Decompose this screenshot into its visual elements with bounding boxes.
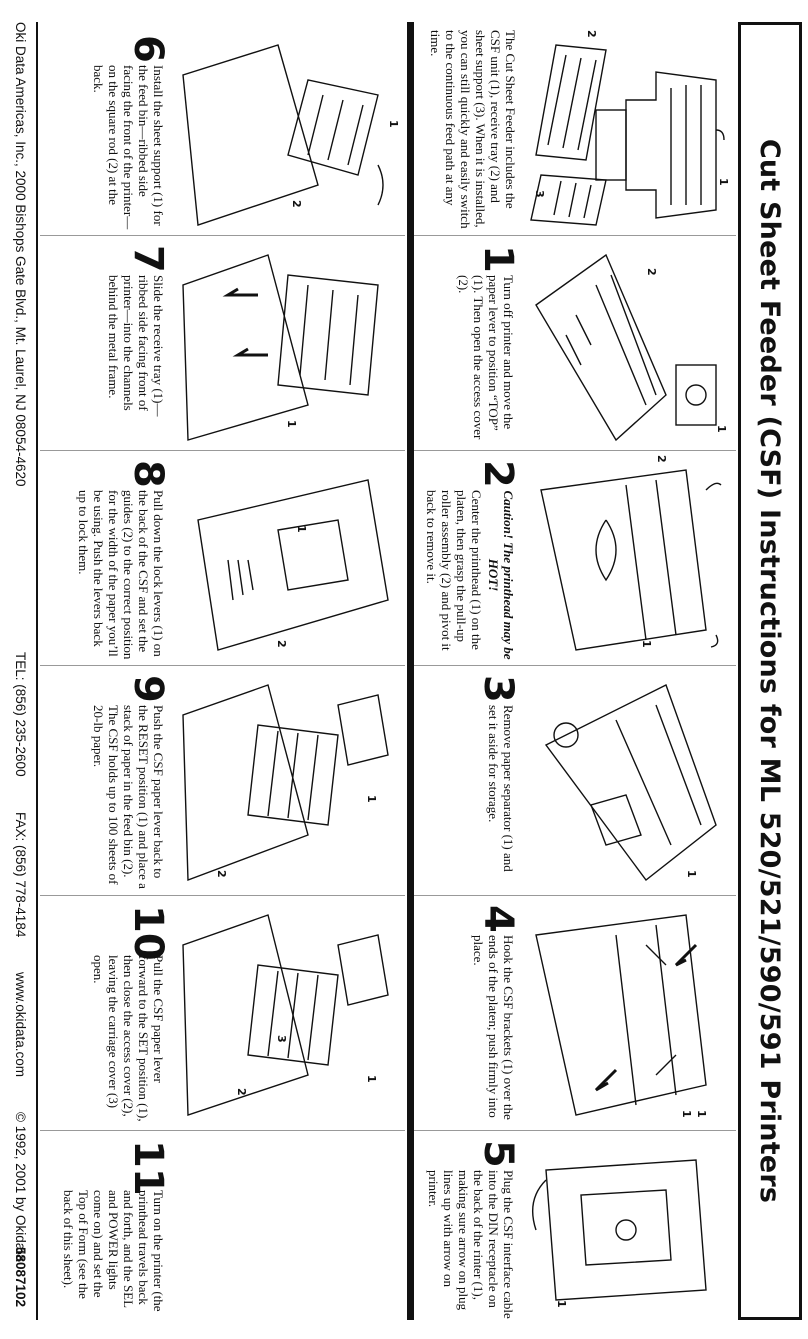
footer-part-number: 58087102 bbox=[13, 1247, 28, 1308]
separator bbox=[40, 895, 405, 896]
page-title: Cut Sheet Feeder (CSF) Instructions for … bbox=[754, 138, 786, 1204]
footer-web: www.okidata.com bbox=[13, 972, 28, 1078]
step-6-callout-2: 2 bbox=[290, 200, 303, 208]
step-11-number: 11 bbox=[125, 1140, 171, 1196]
separator bbox=[40, 450, 405, 451]
step-8-number: 8 bbox=[125, 460, 171, 488]
step-8-text: Pull down the lock levers (1) on the bac… bbox=[76, 490, 166, 660]
step-7-number: 7 bbox=[125, 245, 171, 273]
step-5-number: 5 bbox=[475, 1140, 521, 1168]
footer-tel: TEL: (856) 235-2600 bbox=[13, 652, 28, 777]
step-7-callout-1: 1 bbox=[285, 420, 298, 428]
intro-text: The Cut Sheet Feeder includes the CSF un… bbox=[428, 30, 518, 229]
middle-divider bbox=[407, 22, 414, 1320]
step-2-caution: Caution! The printhead may be HOT! bbox=[486, 490, 516, 660]
step-8-illustration bbox=[178, 460, 398, 660]
separator bbox=[40, 1130, 405, 1131]
step-2-callout-1: 1 bbox=[640, 640, 653, 648]
separator bbox=[414, 1130, 736, 1131]
callout-2: 2 bbox=[585, 30, 598, 38]
step-6-callout-1: 1 bbox=[387, 120, 400, 128]
callout-3: 3 bbox=[533, 190, 546, 198]
step-4-callout-1b: 1 bbox=[680, 1110, 693, 1118]
separator bbox=[414, 895, 736, 896]
step-3-illustration bbox=[526, 675, 726, 890]
step-3-text: Remove paper separator (1) and set it as… bbox=[486, 705, 516, 872]
step-1-illustration bbox=[526, 245, 726, 445]
separator bbox=[414, 450, 736, 451]
separator bbox=[414, 665, 736, 666]
footer-copyright: © 1992, 2001 by Okidata bbox=[13, 1112, 28, 1262]
step-4-number: 4 bbox=[475, 905, 521, 933]
step-8-callout-1: 1 bbox=[295, 525, 308, 533]
step-2-callout-2: 2 bbox=[655, 455, 668, 463]
step-3-number: 3 bbox=[475, 675, 521, 703]
separator bbox=[40, 665, 405, 666]
step-1-text: Turn off printer and move the paper leve… bbox=[456, 275, 516, 440]
step-7-text: Slide the receive tray (1)—ribbed side f… bbox=[106, 275, 166, 417]
step-9-number: 9 bbox=[125, 675, 171, 703]
step-6-text: Install the sheet support (1) for the fe… bbox=[91, 65, 166, 230]
step-7-illustration bbox=[178, 245, 398, 445]
step-10-callout-2: 2 bbox=[235, 1088, 248, 1096]
step-9-illustration bbox=[178, 675, 398, 890]
callout-1: 1 bbox=[717, 178, 730, 186]
step-10-callout-1: 1 bbox=[365, 1075, 378, 1083]
step-2-number: 2 bbox=[475, 460, 521, 488]
step-4-callout-1: 1 bbox=[695, 1110, 708, 1118]
step-9-text: Push the CSF paper lever back to the RES… bbox=[91, 705, 166, 889]
step-10-illustration bbox=[178, 905, 398, 1125]
title-box: Cut Sheet Feeder (CSF) Instructions for … bbox=[738, 22, 802, 1320]
step-1-callout-2: 2 bbox=[645, 268, 658, 276]
step-6-number: 6 bbox=[125, 35, 171, 63]
step-2-body: Center the printhead (1) on the platen, … bbox=[424, 490, 484, 651]
step-9-callout-2: 2 bbox=[215, 870, 228, 878]
step-6-illustration bbox=[178, 35, 398, 230]
step-11-text: Turn on the printer (the printhead trave… bbox=[61, 1190, 166, 1312]
step-3-callout-1: 1 bbox=[685, 870, 698, 878]
step-10-callout-3: 3 bbox=[275, 1035, 288, 1043]
step-1-number: 1 bbox=[475, 245, 521, 273]
step-5-callout-1: 1 bbox=[555, 1300, 568, 1308]
step-5-illustration bbox=[526, 1140, 726, 1315]
step-1-callout-1: 1 bbox=[715, 425, 728, 433]
footer-fax: FAX: (856) 778-4184 bbox=[13, 812, 28, 938]
footer-divider bbox=[36, 22, 38, 1320]
step-10-text: Pull the CSF paper lever forward to the … bbox=[91, 955, 166, 1122]
step-4-text: Hook the CSF brackets (1) over the ends … bbox=[471, 935, 516, 1120]
separator bbox=[414, 235, 736, 236]
step-4-illustration bbox=[526, 905, 726, 1125]
footer: Oki Data Americas, Inc., 2000 Bishops Ga… bbox=[8, 22, 30, 1320]
step-2-text: Caution! The printhead may be HOT! Cente… bbox=[424, 490, 516, 660]
csf-components-illustration bbox=[526, 40, 726, 230]
separator bbox=[40, 235, 405, 236]
step-9-callout-1: 1 bbox=[365, 795, 378, 803]
step-5-text: Plug the CSF interface cable into the DI… bbox=[426, 1170, 516, 1319]
footer-address: Oki Data Americas, Inc., 2000 Bishops Ga… bbox=[13, 22, 28, 487]
step-2-illustration bbox=[526, 460, 726, 660]
step-8-callout-2: 2 bbox=[275, 640, 288, 648]
step-10-number: 10 bbox=[125, 905, 171, 961]
